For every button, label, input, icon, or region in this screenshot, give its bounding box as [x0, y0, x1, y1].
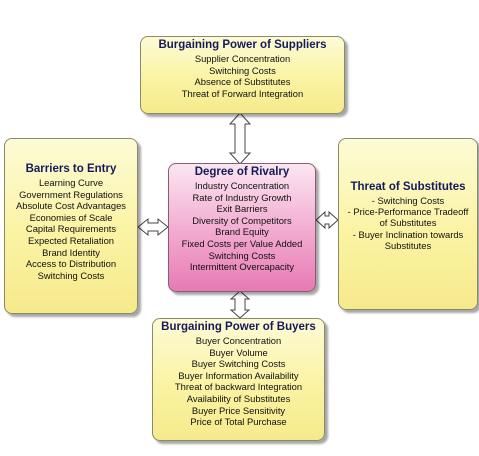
barriers-item: Capital Requirements [25, 223, 117, 235]
arrow-barriers-rivalry [137, 217, 169, 237]
substitutes-item: Substitutes [384, 239, 432, 251]
buyers-item: Buyer Price Sensitivity [191, 404, 286, 416]
buyers-item: Buyer Information Availability [178, 369, 299, 381]
substitutes-item: of Substitutes [379, 217, 437, 229]
suppliers-list: Supplier Concentration Switching Costs A… [145, 53, 340, 99]
rivalry-item: Exit Barriers [216, 203, 268, 215]
barriers-item: Expected Retaliation [28, 234, 114, 246]
barriers-item: Access to Distribution [25, 258, 117, 270]
buyers-item: Price of Total Purchase [190, 416, 287, 428]
substitutes-title: Threat of Substitutes [350, 181, 466, 193]
suppliers-title: Burgaining Power of Suppliers [158, 39, 327, 51]
barriers-item: Economies of Scale [29, 211, 113, 223]
substitutes-item: - Buyer Inclination towards [352, 228, 464, 240]
rivalry-list: Industry Concentration Rate of Industry … [173, 180, 311, 273]
arrow-rivalry-substitutes [315, 210, 339, 230]
rivalry-box: Degree of Rivalry Industry Concentration… [168, 163, 316, 292]
barriers-item: Absolute Cost Advantages [16, 200, 126, 212]
buyers-item: Buyer Switching Costs [191, 358, 286, 370]
rivalry-item: Rate of Industry Growth [192, 191, 292, 203]
suppliers-item: Threat of Forward Integration [181, 87, 304, 99]
rivalry-title: Degree of Rivalry [194, 166, 290, 178]
substitutes-list: - Switching Costs - Price-Performance Tr… [343, 195, 473, 251]
buyers-item: Buyer Volume [209, 346, 268, 358]
suppliers-item: Supplier Concentration [194, 53, 291, 64]
buyers-box: Burgaining Power of Buyers Buyer Concent… [152, 318, 325, 441]
substitutes-item: - Price-Performance Tradeoff [347, 206, 469, 218]
barriers-item: Government Regulations [19, 188, 123, 200]
barriers-item: Switching Costs [37, 269, 105, 281]
buyers-item: Buyer Concentration [195, 335, 282, 346]
rivalry-item: Brand Equity [215, 226, 269, 238]
rivalry-item: Switching Costs [208, 249, 276, 261]
buyers-item: Threat of backward Integration [174, 381, 303, 393]
rivalry-item: Industry Concentration [194, 180, 290, 191]
suppliers-item: Absence of Substitutes [194, 76, 291, 88]
rivalry-item: Intermittent Overcapacity [189, 261, 295, 273]
rivalry-item: Fixed Costs per Value Added [181, 237, 303, 249]
barriers-list: Learning Curve Government Regulations Ab… [9, 177, 133, 281]
buyers-title: Burgaining Power of Buyers [161, 321, 316, 333]
suppliers-item: Switching Costs [209, 64, 276, 76]
buyers-item: Availability of Substitutes [186, 392, 291, 404]
substitutes-box: Threat of Substitutes - Switching Costs … [338, 138, 478, 310]
substitutes-item: - Switching Costs [371, 195, 445, 206]
barriers-item: Brand Identity [42, 246, 100, 258]
barriers-item: Learning Curve [38, 177, 104, 188]
buyers-list: Buyer Concentration Buyer Volume Buyer S… [157, 335, 320, 428]
suppliers-box: Burgaining Power of Suppliers Supplier C… [140, 36, 345, 114]
arrow-rivalry-buyers [229, 290, 251, 319]
barriers-box: Barriers to Entry Learning Curve Governm… [4, 138, 138, 314]
rivalry-item: Diversity of Competitors [192, 214, 292, 226]
arrow-suppliers-rivalry [228, 112, 252, 165]
barriers-title: Barriers to Entry [25, 163, 117, 175]
